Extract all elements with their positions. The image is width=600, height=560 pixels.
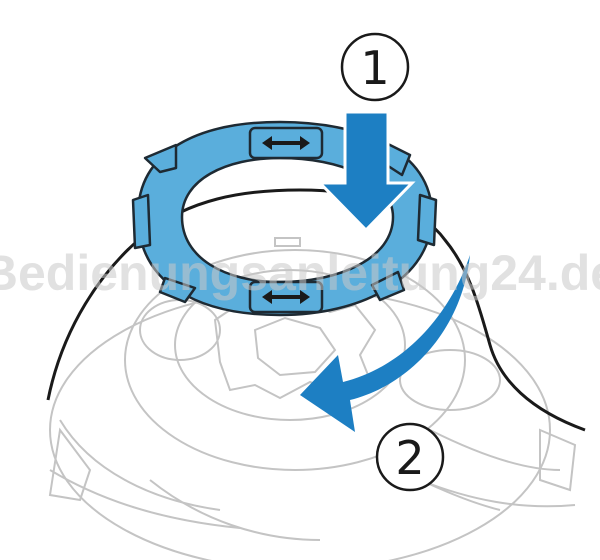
step-1-marker: 1 bbox=[340, 32, 410, 102]
rotation-arrow bbox=[300, 255, 470, 432]
double-arrow-icon bbox=[262, 290, 310, 304]
step-2-label: 2 bbox=[395, 431, 424, 485]
step-2-marker: 2 bbox=[375, 422, 445, 492]
step-1-label: 1 bbox=[360, 41, 389, 95]
watermark: Bedienungsanleitung24.de bbox=[0, 245, 600, 301]
down-arrow bbox=[316, 110, 416, 233]
double-arrow-icon bbox=[262, 136, 310, 150]
